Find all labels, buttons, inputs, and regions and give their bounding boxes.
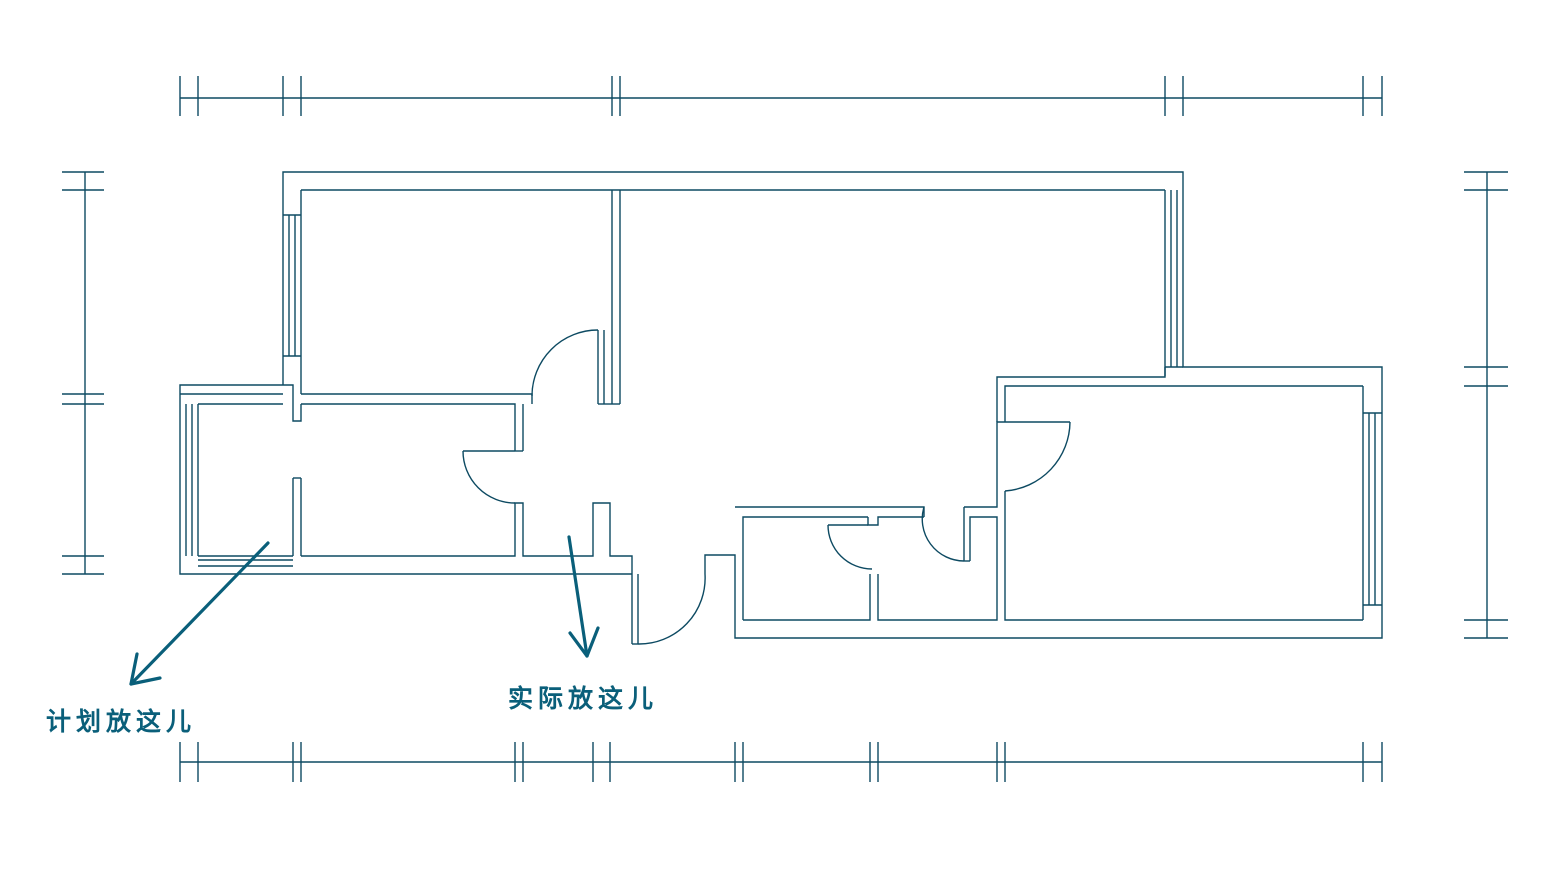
actual-location-label: 实际放这儿 (508, 684, 659, 713)
actual-location-arrow (567, 535, 600, 658)
planned-location-label: 计划放这儿 (46, 707, 197, 736)
dimension-lines (62, 76, 1508, 782)
walls (179, 171, 1383, 645)
annotation-arrows (129, 535, 600, 686)
planned-location-arrow (129, 541, 270, 686)
